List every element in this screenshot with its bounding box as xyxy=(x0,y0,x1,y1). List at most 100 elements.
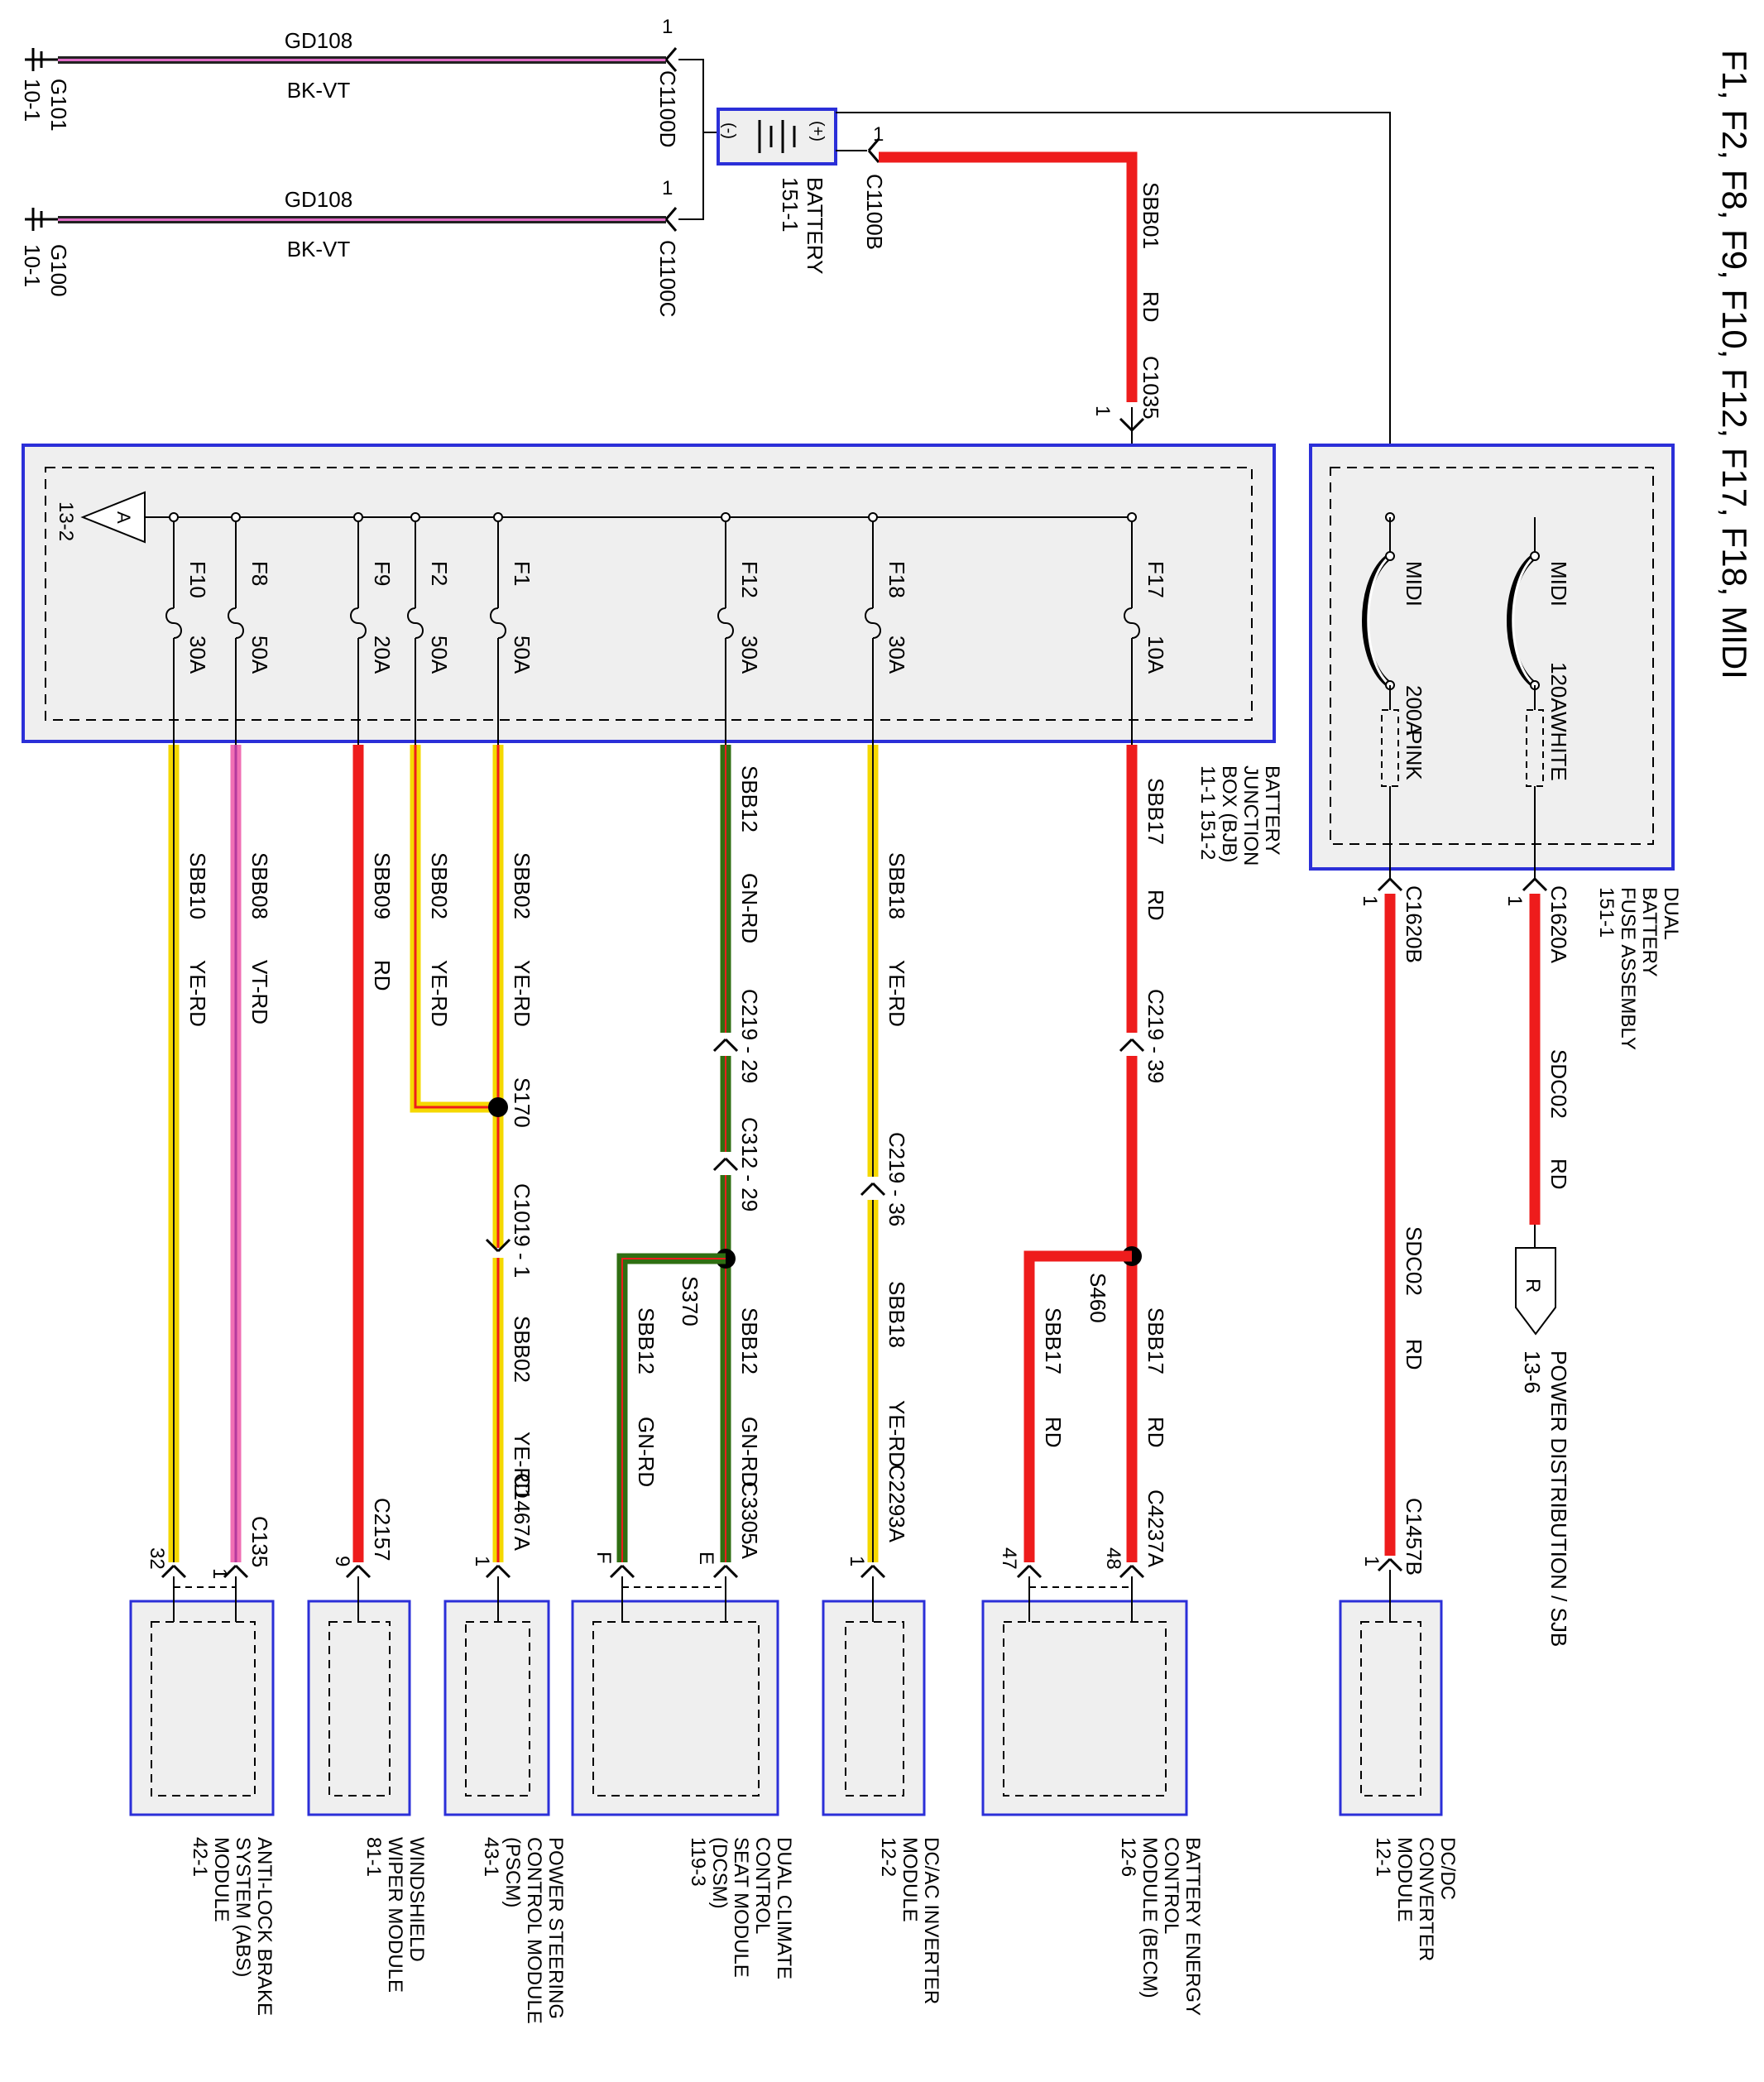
fuse-f10-rating: 30A xyxy=(185,636,210,674)
bjb-ref: 13-2 xyxy=(55,501,77,541)
sbb02-pscm-color: YE-RD xyxy=(510,1432,534,1499)
bjb-fuses: F1030AF850AF920AF250AF150AF1230AF1830AF1… xyxy=(165,512,1168,745)
fuse-f18-id: F18 xyxy=(884,561,909,598)
c1100d-label: C1100D xyxy=(655,70,680,147)
battery-junction-box: A 13-2 BATTERY JUNCTION BOX (BJB) 11-1 1… xyxy=(22,444,1283,866)
c1100d-pin: 1 xyxy=(662,16,673,38)
c1457b-label: C1457B xyxy=(1402,1498,1426,1576)
midi-120-rating: 120A xyxy=(1546,662,1571,712)
fuse-f9-id: F9 xyxy=(370,561,395,586)
pscm-name-1: POWER STEERING xyxy=(544,1837,567,2019)
fuse-f9-rating: 20A xyxy=(370,636,395,674)
sbb18-lower-circuit: SBB18 xyxy=(884,1281,909,1348)
sbb18-color: YE-RD xyxy=(884,960,909,1027)
dcdc-name-1: DC/DC xyxy=(1436,1837,1459,1900)
sbb09-color: RD xyxy=(370,960,395,991)
fuse-f12-id: F12 xyxy=(737,561,762,598)
sbb18-circuit: SBB18 xyxy=(884,852,909,919)
dcsm-pin-e: E xyxy=(695,1552,717,1565)
fuse-f10: F10 30A xyxy=(165,512,210,745)
c4237a-label: C4237A xyxy=(1143,1490,1168,1568)
sbb08-circuit: SBB08 xyxy=(247,852,272,919)
bjb-name-line-4: 11-1 151-2 xyxy=(1196,765,1219,860)
ground-g101: GD108 BK-VT G101 10-1 1 C1100D xyxy=(20,16,680,147)
fuse-f12-rating: 30A xyxy=(737,636,762,674)
s460-label: S460 xyxy=(1086,1273,1110,1323)
ground-g101-name: G101 xyxy=(46,79,71,132)
dcdc-name-2: CONVERTER xyxy=(1415,1837,1437,1961)
dcsm-name-1: DUAL CLIMATE xyxy=(773,1837,795,1979)
becm-pin-48: 48 xyxy=(1102,1547,1124,1570)
midi-120-label: WHITE xyxy=(1546,712,1571,781)
wiper-name-2: WIPER MODULE xyxy=(384,1837,406,1993)
c1620b-connector: C1620B 1 SDC02 RD xyxy=(1359,877,1426,1556)
fuse-f17: F17 10A xyxy=(1124,512,1168,745)
bjb-name-line-2: JUNCTION xyxy=(1239,765,1262,866)
dcdc-name-4: 12-1 xyxy=(1372,1837,1394,1877)
dcdc-pin-1: 1 xyxy=(1360,1556,1383,1566)
abs-name-4: 42-1 xyxy=(189,1837,211,1877)
fuse-f17-id: F17 xyxy=(1143,561,1168,598)
battery-pos-label: (+) xyxy=(808,121,827,142)
c219-29-label: C219 - 29 xyxy=(737,989,762,1083)
becm-name-3: MODULE (BECM) xyxy=(1138,1837,1161,1998)
circuit-sbb02-f2: SBB02 YE-RD xyxy=(410,745,496,1113)
fuse-f2-rating: 50A xyxy=(427,636,452,674)
module-dcac: C2293A 1 DC/AC INVERTER MODULE 12-2 xyxy=(822,1465,942,2004)
c1620a-connector: C1620A 1 SDC02 RD R POWER DISTRIBUTION /… xyxy=(1503,877,1571,1647)
pscm-pin-1: 1 xyxy=(471,1556,493,1566)
ground-g100-circuit: GD108 xyxy=(285,187,352,212)
circuit-sbb12: SBB12 GN-RD C219 - 29 C312 - 29 S370 SBB… xyxy=(616,745,762,1562)
c1620b-label: C1620B xyxy=(1402,885,1426,963)
dbfa-name-line-4: 151-1 xyxy=(1595,887,1618,938)
diagram-title: F1, F2, F8, F9, F10, F12, F17, F18, MIDI xyxy=(1715,50,1754,679)
c1035-label: C1035 xyxy=(1138,356,1163,420)
dcac-name-3: 12-2 xyxy=(877,1837,899,1877)
wiper-pin-9: 9 xyxy=(331,1556,353,1566)
battery-name: BATTERY xyxy=(803,177,827,275)
sbb12-f-circuit: SBB12 xyxy=(634,1307,659,1374)
fuse-f2-id: F2 xyxy=(427,561,452,586)
abs-name-3: MODULE xyxy=(210,1837,232,1922)
c219-39-label: C219 - 39 xyxy=(1143,989,1168,1083)
sdc02-upper-color: RD xyxy=(1546,1159,1571,1190)
dcsm-name-4: (DCSM) xyxy=(708,1837,731,1909)
module-dcsm: C3305A F E DUAL CLIMATE CONTROL SEAT MOD… xyxy=(571,1481,795,1979)
sbb08-color: VT-RD xyxy=(247,960,272,1024)
fuse-f2: F2 50A xyxy=(407,512,452,745)
fuse-f17-rating: 10A xyxy=(1143,636,1168,674)
fuse-f9: F9 20A xyxy=(350,512,395,745)
fuse-f10-id: F10 xyxy=(185,561,210,598)
dcdc-name-3: MODULE xyxy=(1393,1837,1416,1922)
sbb02-f2-circuit: SBB02 xyxy=(427,852,452,919)
sbb17-48-circuit: SBB17 xyxy=(1143,1307,1168,1374)
circuit-sbb18: SBB18 YE-RD C219 - 36 SBB18 YE-RD xyxy=(859,745,909,1562)
abs-name-2: SYSTEM (ABS) xyxy=(232,1837,254,1977)
dcsm-pin-f: F xyxy=(592,1552,615,1564)
dbfa-name-line-3: FUSE ASSEMBLY xyxy=(1617,887,1639,1050)
abs-name-1: ANTI-LOCK BRAKE xyxy=(253,1837,276,2016)
becm-name-1: BATTERY ENERGY xyxy=(1182,1837,1204,2016)
becm-name-4: 12-6 xyxy=(1117,1837,1139,1877)
circuit-sbb08: SBB08 VT-RD xyxy=(230,745,272,1562)
fuse-f8-id: F8 xyxy=(247,561,272,586)
sbb18-lower-color: YE-RD xyxy=(884,1400,909,1467)
c1035-pin: 1 xyxy=(1091,405,1114,416)
midi-200-rating: 200A xyxy=(1402,685,1426,736)
dcsm-name-5: 119-3 xyxy=(687,1837,709,1887)
midi-200-label: PINK xyxy=(1402,730,1426,780)
c1100b-label: C1100B xyxy=(862,174,887,250)
module-becm: C4237A 47 48 BATTERY ENERGY CONTROL MODU… xyxy=(981,1490,1204,2016)
becm-pin-47: 47 xyxy=(998,1547,1020,1570)
sbb12-e-color: GN-RD xyxy=(737,1417,762,1487)
battery-neg-label: (-) xyxy=(720,122,738,139)
sbb02-f1-color: YE-RD xyxy=(510,960,534,1027)
module-abs: C135 32 1 ANTI-LOCK BRAKE SYSTEM (ABS) M… xyxy=(129,1516,276,2016)
battery-ref: 151-1 xyxy=(778,177,803,233)
sbb12-circuit: SBB12 xyxy=(737,765,762,832)
sbb02-f2-color: YE-RD xyxy=(427,960,452,1027)
bjb-name-line-3: BOX (BJB) xyxy=(1218,765,1240,862)
